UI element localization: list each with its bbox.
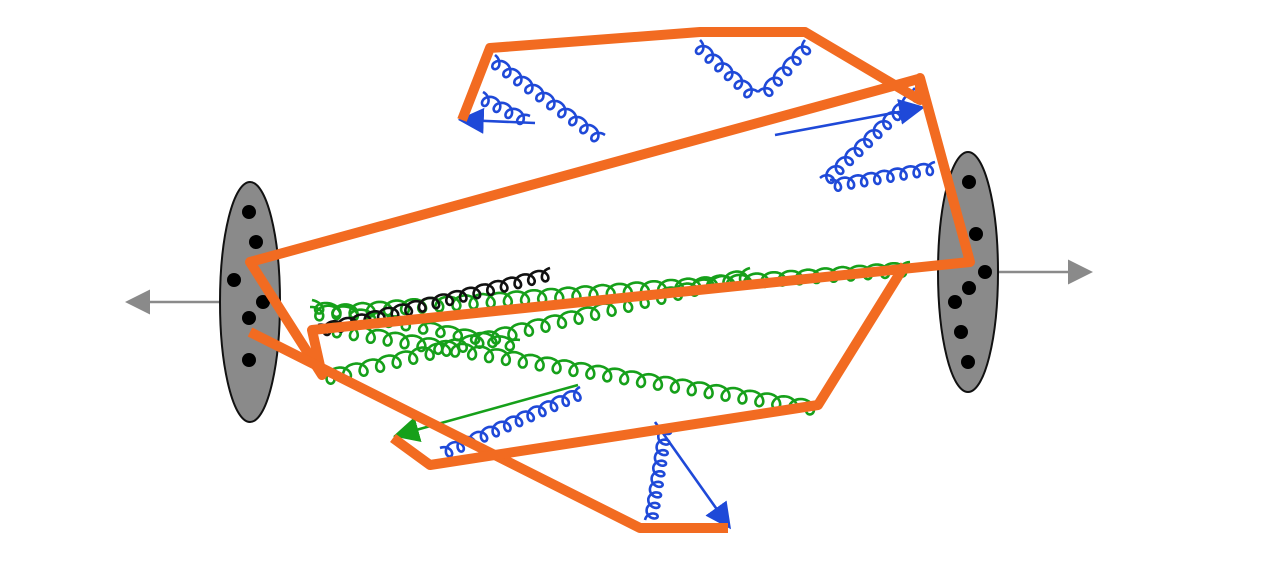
gluon-blue: [829, 160, 936, 192]
left-proton-partons: [227, 205, 270, 367]
left-parton: [242, 205, 256, 219]
right-parton: [962, 175, 976, 189]
right-parton: [962, 281, 976, 295]
right-parton: [978, 265, 992, 279]
gluon-blue: [491, 54, 606, 143]
left-parton: [242, 353, 256, 367]
left-parton: [249, 235, 263, 249]
color-string: [245, 27, 975, 380]
left-parton: [242, 311, 256, 325]
left-parton: [256, 295, 270, 309]
left-proton: [219, 181, 281, 423]
right-parton: [954, 325, 968, 339]
right-proton-partons: [948, 175, 992, 369]
left-parton: [227, 273, 241, 287]
gluon-blue: [757, 39, 812, 98]
right-parton: [948, 295, 962, 309]
quark-arrow-blue: [457, 107, 536, 134]
gluon-green: [329, 320, 821, 416]
gluon-blue: [694, 39, 759, 99]
gluon-black: [317, 266, 551, 337]
color-string: [390, 262, 910, 470]
right-parton: [969, 227, 983, 241]
gluon-blue: [480, 90, 531, 126]
quark-arrow-blue: [774, 99, 926, 137]
color-string-layer: [245, 27, 975, 533]
color-string: [247, 327, 728, 533]
gluon-green: [310, 260, 911, 322]
right-parton: [961, 355, 975, 369]
quark-arrow-blue: [653, 421, 732, 530]
